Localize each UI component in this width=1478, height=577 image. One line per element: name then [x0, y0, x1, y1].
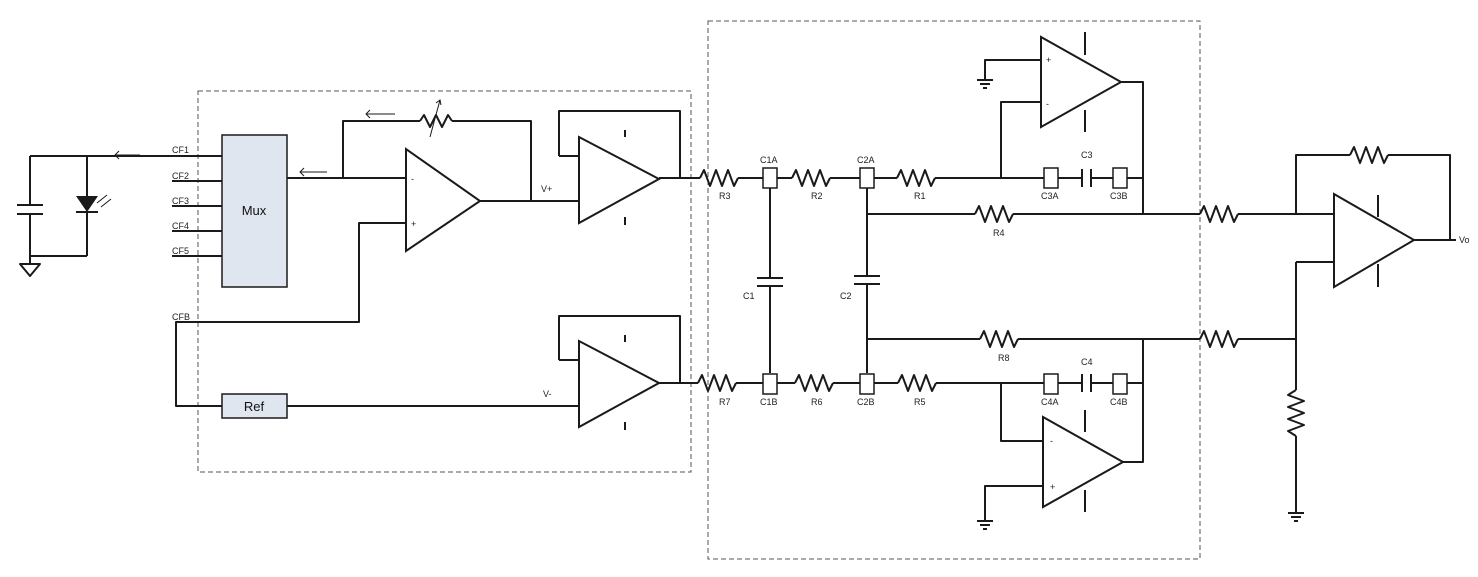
resistor-r2-label: R2 — [811, 191, 823, 201]
ref-block — [221, 393, 288, 419]
front-end-enclosure — [197, 90, 692, 473]
port-cf1: CF1 — [172, 145, 189, 155]
test-point-c4a — [1043, 373, 1059, 395]
net-vplus-label: V+ — [541, 184, 552, 194]
filter-top-rail — [659, 169, 1143, 187]
arrow-left-icon — [365, 109, 395, 119]
integrator-top-wiring — [977, 32, 1144, 214]
shunt-caps — [757, 188, 880, 373]
filter-enclosure — [707, 20, 1201, 560]
test-point-c1a-label: C1A — [760, 155, 778, 165]
capacitor-c2-label: C2 — [840, 291, 852, 301]
test-point-c1b — [762, 373, 778, 395]
port-cfb: CFB — [172, 312, 190, 322]
opamp-plus-sign: + — [1050, 482, 1055, 492]
port-cf5: CF5 — [172, 246, 189, 256]
mux-inputs — [172, 180, 222, 257]
buffer-top-opamp — [578, 135, 662, 225]
test-point-c1b-label: C1B — [760, 397, 778, 407]
tia-opamp — [405, 147, 482, 253]
output-stage-wiring — [1143, 146, 1456, 522]
filter-bottom-rail — [659, 374, 1143, 392]
resistor-r7-label: R7 — [719, 397, 731, 407]
resistor-r5-label: R5 — [914, 397, 926, 407]
resistor-r1-label: R1 — [914, 191, 926, 201]
opamp-plus-sign: + — [411, 219, 416, 229]
resistor-r3-label: R3 — [719, 191, 731, 201]
buffer-top-wiring — [558, 110, 681, 225]
integrator-bottom-opamp — [1042, 415, 1126, 509]
test-point-c3b-label: C3B — [1110, 191, 1128, 201]
output-opamp — [1333, 192, 1416, 289]
opamp-minus-sign: - — [1046, 99, 1049, 109]
integrator-top-opamp — [1040, 35, 1124, 129]
port-cf2: CF2 — [172, 171, 189, 181]
buffer-bottom-opamp — [578, 339, 662, 429]
test-point-c2a-label: C2A — [857, 155, 875, 165]
port-cf3: CF3 — [172, 196, 189, 206]
capacitor-c4-label: C4 — [1081, 357, 1093, 367]
test-point-c3b — [1112, 167, 1128, 189]
test-point-c2b-label: C2B — [857, 397, 875, 407]
net-vminus-label: V- — [543, 389, 552, 399]
test-point-c3a — [1043, 167, 1059, 189]
resistor-r6-label: R6 — [811, 397, 823, 407]
capacitor-c1-label: C1 — [743, 291, 755, 301]
mux-block — [221, 134, 288, 288]
opamp-plus-sign: + — [1046, 55, 1051, 65]
mux-label: Mux — [242, 203, 267, 218]
opamp-minus-sign: - — [411, 174, 414, 184]
arrow-left-icon — [299, 167, 327, 177]
capacitor-c3-label: C3 — [1081, 150, 1093, 160]
test-point-c2b — [859, 373, 875, 395]
test-point-c4b — [1112, 373, 1128, 395]
test-point-c4b-label: C4B — [1110, 397, 1128, 407]
test-point-c3a-label: C3A — [1041, 191, 1059, 201]
resistor-r8-label: R8 — [998, 353, 1010, 363]
sensor-section — [17, 150, 222, 277]
test-point-c1a — [762, 167, 778, 189]
test-point-c4a-label: C4A — [1041, 397, 1059, 407]
tia-wiring — [175, 99, 579, 407]
net-vo-label: Vo — [1459, 235, 1470, 245]
arrow-left-icon — [114, 150, 140, 160]
photodiode-icon — [76, 196, 98, 212]
integrator-bottom-wiring — [977, 339, 1144, 530]
buffer-bottom-wiring — [558, 315, 681, 430]
ref-label: Ref — [244, 399, 265, 414]
test-point-c2a — [859, 167, 875, 189]
ground-icon — [19, 263, 41, 277]
resistor-r4-label: R4 — [993, 228, 1005, 238]
port-cf4: CF4 — [172, 221, 189, 231]
filter-branches — [867, 205, 1200, 348]
opamp-minus-sign: - — [1050, 436, 1053, 446]
